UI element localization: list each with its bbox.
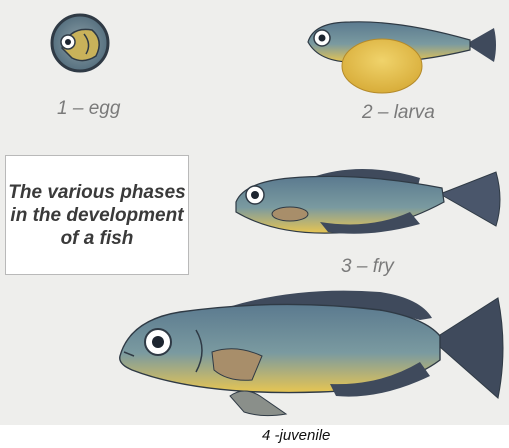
stage-label-juvenile: 4 -juvenile [262, 428, 330, 443]
stage-label-juvenile-strip: 4 -juvenile [0, 425, 509, 448]
fish-egg-icon [52, 15, 108, 71]
diagram-title-box: The various phases in the development of… [5, 155, 189, 275]
fish-fry-icon [236, 169, 500, 234]
stage-label-larva: 2 – larva [362, 103, 435, 122]
stage-label-fry: 3 – fry [341, 257, 394, 276]
stage-label-egg: 1 – egg [57, 99, 120, 118]
juvenile-fish-icon [120, 291, 503, 416]
fish-larva-icon [308, 22, 496, 93]
diagram-title: The various phases in the development of… [6, 181, 188, 250]
